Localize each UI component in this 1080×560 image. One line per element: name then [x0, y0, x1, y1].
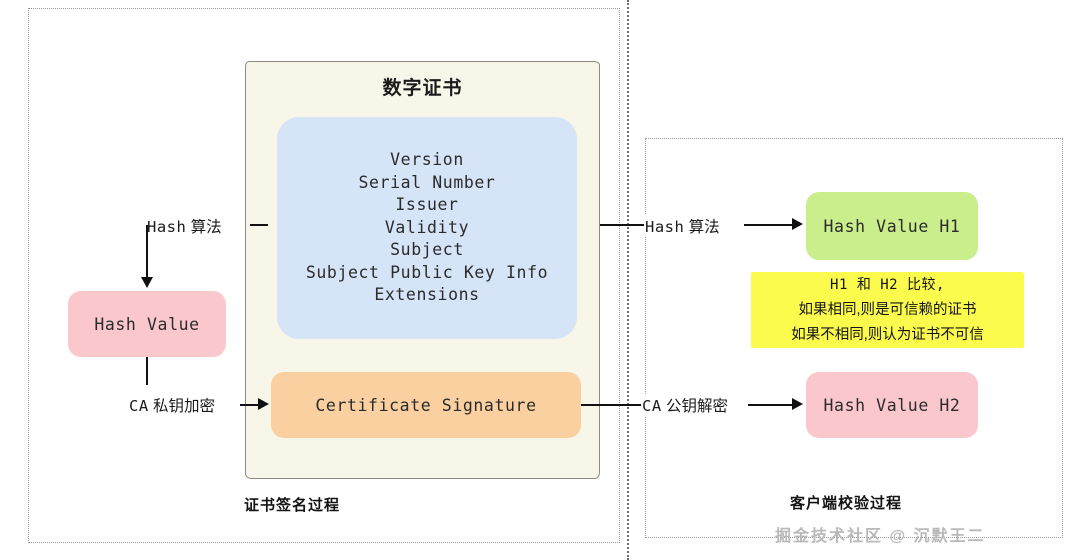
arrow-right-to-signature: [258, 398, 269, 410]
connector-ca-to-signature: [240, 404, 260, 406]
certificate-signature-box: Certificate Signature: [271, 372, 581, 438]
certificate-field-version: Version: [390, 150, 464, 170]
connector-left-hash-down: [146, 225, 148, 279]
arrow-right-to-hash-h2: [792, 398, 803, 410]
panel-client-verification: [645, 138, 1063, 538]
comparison-note-line-2: 如果相同,则是可信赖的证书: [798, 301, 977, 318]
comparison-note-line-1: H1 和 H2 比较,: [830, 276, 945, 293]
caption-certificate-signing: 证书签名过程: [244, 497, 341, 514]
certificate-field-validity: Validity: [384, 217, 470, 237]
label-ca-mono-left: CA: [129, 397, 149, 415]
label-left-hash-algorithm: Hash 算法: [146, 215, 223, 237]
panel-divider: [627, 0, 629, 560]
certificate-fields-box: Version Serial Number Issuer Validity Su…: [277, 117, 577, 339]
label-ca-cn-left: 私钥加密: [152, 398, 215, 415]
caption-client-verification: 客户端校验过程: [790, 495, 903, 512]
comparison-note-line-3: 如果不相同,则认为证书不可信: [791, 326, 984, 343]
label-left-hash-cn: 算法: [190, 219, 222, 236]
label-ca-private-key-encrypt: CA 私钥加密: [128, 394, 216, 416]
label-ca-public-key-decrypt: CA 公钥解密: [641, 394, 729, 416]
panel-certificate-signing: [28, 8, 620, 543]
label-right-hash-mono: Hash: [645, 218, 685, 236]
connector-left-hash-to-cert: [250, 224, 268, 226]
digital-certificate-title: 数字证书: [382, 78, 463, 99]
connector-right-hash-to-h1: [744, 224, 794, 226]
comparison-note: H1 和 H2 比较, 如果相同,则是可信赖的证书 如果不相同,则认为证书不可信: [751, 272, 1024, 348]
hash-value-h2-box: Hash Value H2: [806, 372, 978, 438]
label-right-hash-cn: 算法: [688, 219, 720, 236]
connector-signature-to-right-ca: [581, 404, 646, 406]
hash-value-box: Hash Value: [68, 291, 226, 357]
connector-hash-value-down: [146, 357, 148, 385]
hash-value-h1-box: Hash Value H1: [806, 192, 978, 260]
watermark: 掘金技术社区 @ 沉默王二: [775, 528, 986, 545]
connector-cert-to-right-hash: [600, 224, 646, 226]
arrow-right-to-hash-h1: [792, 218, 803, 230]
label-left-hash-mono: Hash: [147, 218, 187, 236]
certificate-field-extensions: Extensions: [374, 285, 480, 305]
label-ca-cn-right: 公钥解密: [665, 398, 728, 415]
label-ca-mono-right: CA: [642, 397, 662, 415]
certificate-field-serial-number: Serial Number: [358, 172, 496, 192]
certificate-field-subject-public-key-info: Subject Public Key Info: [305, 262, 549, 282]
certificate-field-subject: Subject: [390, 240, 464, 260]
certificate-field-issuer: Issuer: [395, 195, 459, 215]
connector-right-ca-to-h2: [748, 404, 794, 406]
label-right-hash-algorithm: Hash 算法: [644, 215, 721, 237]
arrow-down-to-hash-value: [140, 277, 153, 288]
